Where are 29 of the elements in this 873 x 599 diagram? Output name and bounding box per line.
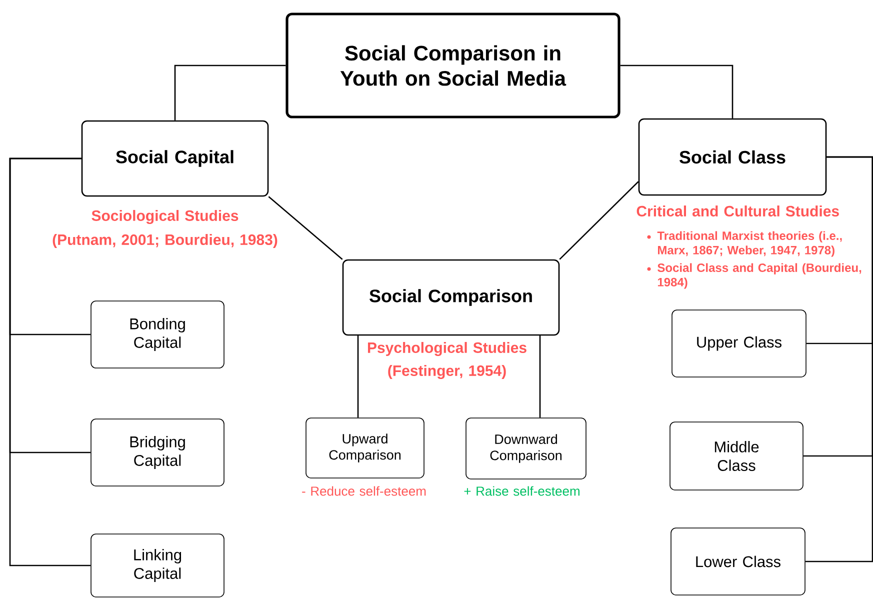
annotation-text: Critical and Cultural Studies [636,206,839,216]
connector-line [357,335,359,418]
category-box: Linking Capital [90,534,224,598]
annotation-text: Sociological Studies [92,210,238,224]
annotation-text: - Reduce self-esteem [302,486,426,496]
connector-line [805,156,873,562]
topic-box: Social Comparison [342,259,560,336]
connector-line [539,335,541,418]
connector-line [268,196,343,260]
category-box: Downward Comparison [466,418,586,480]
category-box: Upper Class [672,310,806,378]
bullet-item: Social Class and Capital (Bourdieu, 1984) [647,263,862,289]
topic-box: Social Capital [81,120,269,197]
topic-box: Social Class [638,118,827,196]
connector-line [9,158,91,566]
connector-line [620,64,734,118]
bullet-item: Traditional Marxist theories (i.e., Marx, 1867; Weber, 1947, 1978) [647,231,842,257]
category-box: Middle Class [670,422,804,490]
category-box: Lower Class [670,528,806,596]
annotation-text: (Putnam, 2001; Bourdieu, 1983) [52,234,278,248]
connector-line [174,64,286,120]
category-box: Upward Comparison [306,418,424,478]
annotation-text: + Raise self-esteem [464,486,580,496]
annotation-text: (Festinger, 1954) [388,364,506,380]
category-box: Bonding Capital [90,300,224,368]
title-box: Social Comparison in Youth on Social Media [286,12,620,118]
annotation-text: Psychological Studies [368,342,526,356]
category-box: Bridging Capital [90,418,224,486]
connector-line [559,181,639,260]
